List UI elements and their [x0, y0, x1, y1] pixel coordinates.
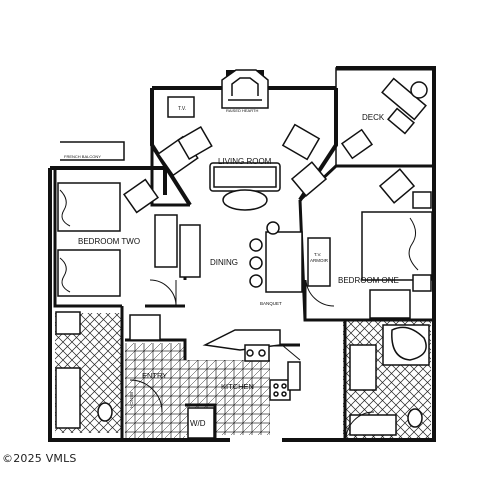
copyright-watermark: ©2025 VMLS [2, 452, 77, 465]
bedroom-two-label: BEDROOM TWO [78, 237, 140, 246]
deck-label: DECK [362, 113, 385, 122]
entry-label: ENTRY [142, 371, 167, 380]
raised-hearth [221, 69, 269, 109]
tv-armoir-label-2: ARMOIR [310, 258, 329, 263]
french-balcony-label: FRENCH BALCONY [64, 154, 101, 159]
master-bath-fixtures [349, 324, 430, 436]
wd-label: W/D [190, 419, 206, 428]
second-bath-fixtures [55, 311, 161, 429]
bench-label: BENCH [129, 392, 134, 408]
bedroom-one-label: BEDROOM ONE [338, 276, 399, 285]
tv-living-label: T.V. [178, 106, 186, 112]
living-room-furniture [157, 96, 328, 211]
tv-armoir-label-1: T.V. [314, 252, 321, 257]
raised-hearth-label: RAISED HEARTH [226, 108, 258, 113]
dining-label: DINING [210, 258, 238, 267]
kitchen-fixtures [187, 329, 301, 439]
door-swings [129, 279, 375, 441]
kitchen-label: KITCHEN [221, 382, 254, 391]
banquet-label: BANQUET [260, 301, 282, 306]
living-room-label: LIVING ROOM [218, 157, 272, 166]
bedroom-two-furniture [57, 141, 178, 297]
deck-furniture [340, 77, 428, 160]
dining-furniture [179, 221, 303, 293]
bedroom-one-furniture [307, 168, 433, 319]
